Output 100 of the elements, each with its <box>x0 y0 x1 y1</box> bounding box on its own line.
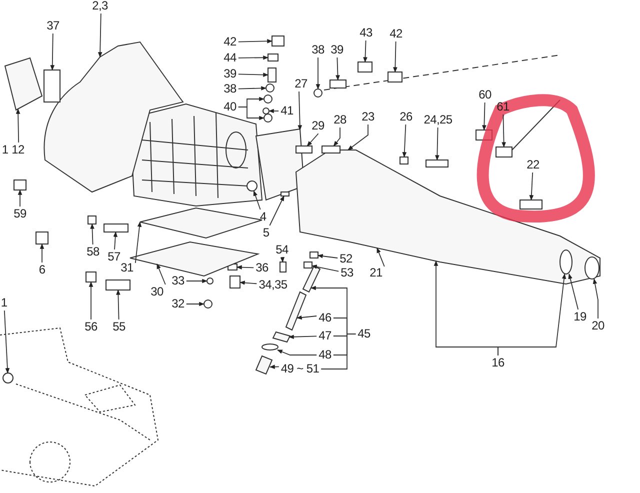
leader-line <box>393 41 398 73</box>
leader-line <box>298 91 302 131</box>
extension-housing <box>295 150 600 285</box>
leader-line <box>269 196 284 226</box>
leader-line <box>498 273 566 356</box>
callout-number: 37 <box>46 20 60 32</box>
leader-line <box>186 278 208 284</box>
callout-number: 30 <box>150 286 164 298</box>
leader-line <box>568 273 579 310</box>
leader-line <box>116 289 120 320</box>
callout-number: 23 <box>360 110 376 124</box>
callout-number: 45 <box>356 328 372 340</box>
callout-number: 54 <box>274 244 290 256</box>
tail-ring <box>584 256 600 280</box>
callout-number: 26 <box>398 110 414 124</box>
callout-number: 58 <box>86 246 100 258</box>
plug <box>36 232 48 244</box>
callout-number: 38 <box>222 82 238 96</box>
leader-line <box>317 254 338 258</box>
callout-number: 40 <box>222 100 238 114</box>
callout-number: 24,25 <box>422 114 454 126</box>
bellhousing <box>44 42 184 192</box>
ball <box>206 278 214 284</box>
callout-number: 32 <box>170 298 186 310</box>
leader-line <box>363 40 368 63</box>
leader-line <box>236 265 254 270</box>
bolt <box>296 146 312 154</box>
nut <box>400 156 408 164</box>
callout-number: 53 <box>340 266 354 280</box>
leader-line <box>310 286 356 334</box>
flange <box>272 331 291 343</box>
callout-number: 1 <box>0 296 8 310</box>
leader-line <box>113 231 118 250</box>
callout-number: 19 <box>572 310 588 324</box>
spring <box>330 80 346 88</box>
leader-line <box>268 108 280 114</box>
leader-line <box>288 334 318 340</box>
callout-number: 33 <box>170 274 186 288</box>
bolt <box>322 146 340 154</box>
leader-line <box>482 102 486 131</box>
leader-line <box>592 278 598 319</box>
callout-number: 4 <box>258 210 268 224</box>
callout-number: 44 <box>222 52 238 64</box>
sleeve <box>285 291 307 331</box>
leader-line <box>40 243 44 263</box>
callout-number: 20 <box>590 320 606 332</box>
callout-number: 61 <box>496 100 510 114</box>
bolt <box>426 160 448 168</box>
o-ring <box>262 344 278 350</box>
nut <box>14 180 26 190</box>
leader-line <box>348 124 368 150</box>
callout-number: 5 <box>262 226 270 240</box>
callout-number: 31 <box>120 262 134 274</box>
leader-line <box>88 281 94 320</box>
leader-line <box>238 86 267 90</box>
ball <box>266 84 274 92</box>
callout-number: 59 <box>12 208 28 220</box>
nut <box>255 355 273 375</box>
leader-line <box>402 124 407 158</box>
callout-number: 55 <box>112 320 126 334</box>
washer <box>304 262 312 268</box>
callout-number: 42 <box>222 36 238 48</box>
callout-number: 46 <box>318 312 332 324</box>
leader-line <box>502 114 506 148</box>
callout-number: 57 <box>106 250 122 264</box>
leader-line <box>280 257 285 263</box>
leader-line <box>156 264 166 285</box>
leader-line <box>529 172 534 201</box>
plug <box>388 72 402 82</box>
leader-line <box>134 221 142 264</box>
leader-line <box>238 72 269 77</box>
ball <box>264 94 272 104</box>
callout-number: 34,35 <box>258 278 288 292</box>
callout-number: 56 <box>84 320 98 334</box>
leader-line <box>238 39 273 44</box>
pin <box>520 200 542 210</box>
plug <box>272 36 284 46</box>
callout-number: 39 <box>222 68 238 80</box>
leader-line <box>316 57 320 90</box>
plug <box>358 62 372 72</box>
callout-number: 28 <box>332 114 348 126</box>
leader-line <box>296 315 318 320</box>
callout-number: 1 <box>0 144 10 156</box>
part-dot <box>2 372 14 384</box>
spring <box>268 68 276 82</box>
callout-number: 12 <box>10 144 26 156</box>
pin <box>280 262 286 272</box>
callout-number: 39 <box>330 44 344 56</box>
leader-line <box>376 248 385 267</box>
washer <box>86 272 96 282</box>
ball <box>314 88 322 98</box>
washer <box>310 252 318 258</box>
leader-line <box>306 133 318 146</box>
plug <box>230 276 240 288</box>
leader-line <box>311 264 340 272</box>
callout-number: 27 <box>294 78 308 90</box>
callout-number: 42 <box>388 28 404 40</box>
callout-number: 41 <box>280 104 294 118</box>
callout-number: 52 <box>338 252 354 266</box>
leader-line <box>18 189 22 207</box>
